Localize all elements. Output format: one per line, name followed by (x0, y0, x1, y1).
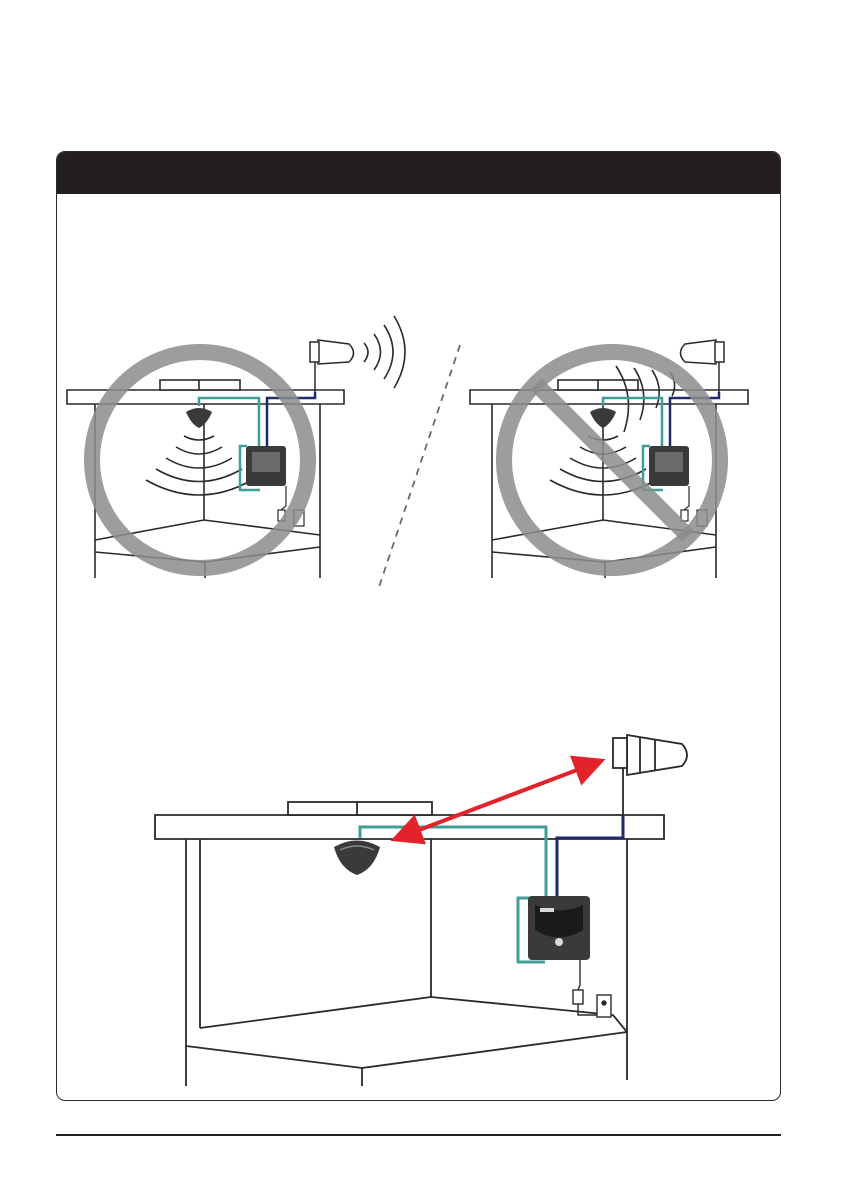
indoor-dome-antenna-icon (590, 408, 616, 428)
scene-incorrect (470, 340, 748, 578)
scene-divider (378, 345, 460, 590)
signal-booster-icon (246, 446, 286, 486)
indoor-dome-antenna-icon (186, 408, 212, 428)
signal-booster-icon (528, 896, 590, 960)
signal-waves-icon (364, 316, 405, 388)
coax-indoor-cable (360, 827, 546, 962)
power-outlet-icon (573, 960, 611, 1017)
scene-correct (67, 316, 405, 578)
signal-waves-icon (146, 436, 252, 495)
indoor-dome-antenna-icon (334, 841, 380, 876)
signal-booster-icon (649, 446, 689, 486)
outdoor-antenna-icon (310, 340, 354, 392)
scene-detail (155, 735, 687, 1086)
outdoor-antenna-icon (613, 735, 687, 815)
